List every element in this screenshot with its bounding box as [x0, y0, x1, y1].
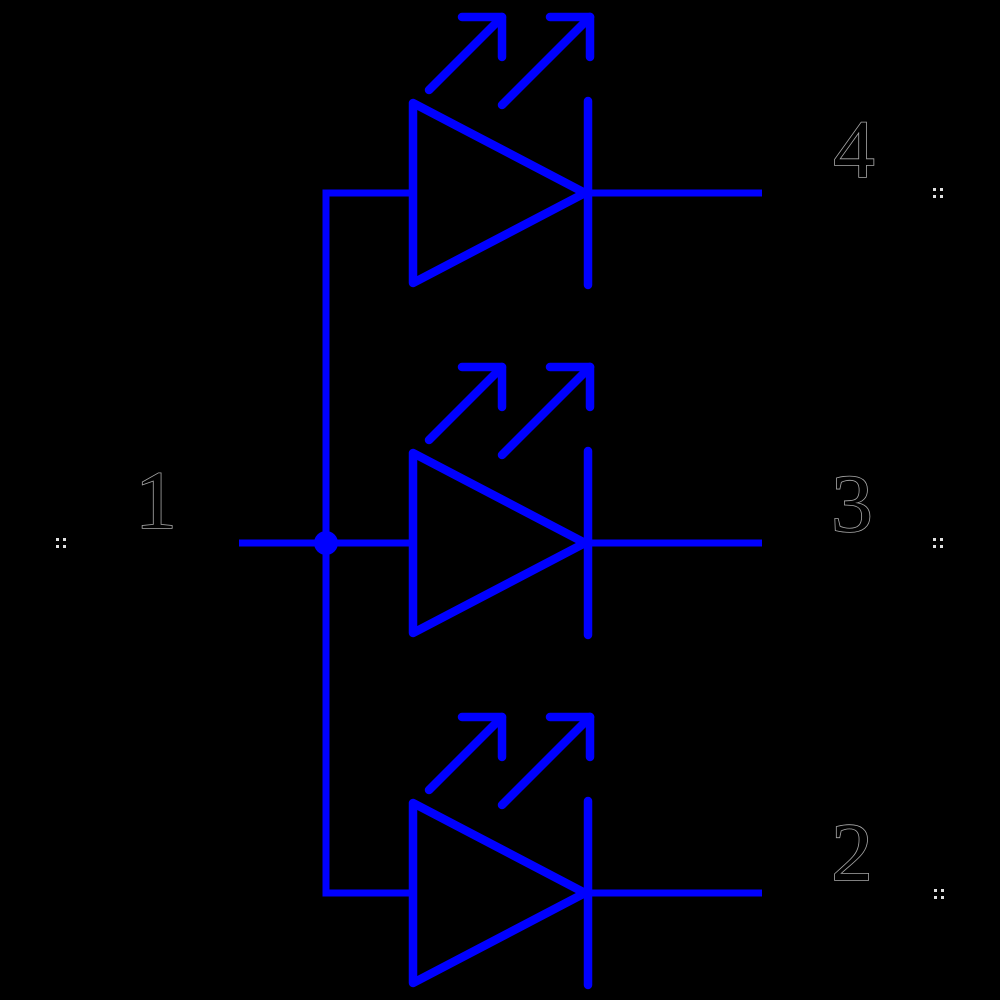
- pin-end-marker: [933, 538, 943, 548]
- led-triangle: [408, 98, 590, 288]
- marker-dot: [941, 896, 944, 899]
- pin-end-marker-layer: [56, 188, 944, 899]
- marker-dot: [934, 889, 937, 892]
- marker-dot: [941, 889, 944, 892]
- marker-dot: [940, 545, 943, 548]
- led-emission-arrow-shaft: [497, 12, 595, 110]
- junction-layer: [314, 531, 338, 555]
- pin-label-4: 4: [833, 103, 875, 195]
- pin-label-layer: 1 4 3 2: [134, 102, 875, 899]
- marker-dot: [933, 538, 936, 541]
- led-emission-arrow-shaft: [424, 14, 505, 95]
- led-emission-arrow-shaft: [424, 364, 505, 445]
- pin-label-3: 3: [831, 457, 873, 549]
- led-symbol-layer: [408, 12, 595, 990]
- pin-end-marker: [56, 538, 66, 548]
- junction-dot: [314, 531, 338, 555]
- marker-dot: [56, 545, 59, 548]
- marker-dot: [940, 538, 943, 541]
- led-top: [408, 12, 595, 290]
- marker-dot: [940, 188, 943, 191]
- marker-dot: [56, 538, 59, 541]
- led-triangle: [408, 448, 590, 638]
- marker-dot: [933, 195, 936, 198]
- pin-end-marker: [933, 188, 943, 198]
- marker-dot: [933, 545, 936, 548]
- led-emission-arrow-shaft: [497, 362, 595, 460]
- led-bottom: [408, 712, 595, 990]
- marker-dot: [934, 896, 937, 899]
- led-emission-arrow-shaft: [497, 712, 595, 810]
- marker-dot: [63, 545, 66, 548]
- marker-dot: [940, 195, 943, 198]
- pin-end-marker: [934, 889, 944, 899]
- led-triangle: [408, 798, 590, 988]
- marker-dot: [933, 188, 936, 191]
- led-middle: [408, 362, 595, 640]
- marker-dot: [63, 538, 66, 541]
- pin-label-2: 2: [831, 806, 873, 898]
- led-emission-arrow-shaft: [424, 714, 505, 795]
- pin-label-1: 1: [135, 454, 177, 546]
